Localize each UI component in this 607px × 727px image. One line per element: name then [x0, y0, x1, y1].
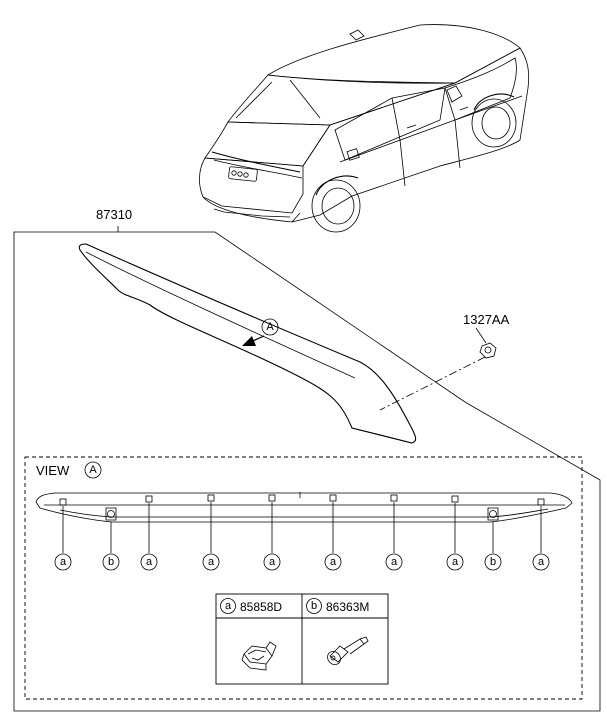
legend-letter-b: b [311, 600, 317, 612]
callout-leaders [62, 502, 542, 553]
callout-clip-a: a [330, 556, 337, 568]
callout-clip-a: a [208, 556, 215, 568]
view-title-marker: A [89, 464, 97, 476]
callout-pin-b: b [490, 556, 496, 568]
nut-part-number: 1327AA [463, 312, 510, 327]
legend-table: a 85858D b 86363M [215, 593, 389, 685]
callout-clip-a: a [146, 556, 153, 568]
view-a-frame [24, 456, 583, 700]
rear-spoiler-part [78, 243, 417, 444]
exploded-view-border [13, 226, 601, 712]
spoiler-underside [35, 492, 573, 523]
view-arrow-label: A [266, 321, 274, 333]
push-pin-icon [327, 636, 369, 666]
legend-part-b: 86363M [326, 600, 369, 614]
callout-clip-a: a [269, 556, 276, 568]
pin-markers [105, 507, 499, 521]
legend-letter-a: a [225, 600, 232, 612]
view-title: VIEW [36, 463, 70, 478]
car-illustration [199, 24, 530, 233]
callout-row: a b a a a a a a b a [54, 553, 550, 571]
nut-leader-line [379, 356, 486, 411]
main-part-number: 87310 [96, 207, 132, 222]
callout-clip-a: a [538, 556, 545, 568]
legend-part-a: 85858D [240, 600, 282, 614]
callout-clip-a: a [60, 556, 67, 568]
view-arrow: A [242, 318, 279, 346]
callout-pin-b: b [108, 556, 114, 568]
clip-markers [59, 492, 545, 506]
retainer-clip-icon [241, 641, 277, 671]
callout-clip-a: a [452, 556, 459, 568]
callout-clip-a: a [391, 556, 398, 568]
nut-icon [479, 342, 497, 359]
